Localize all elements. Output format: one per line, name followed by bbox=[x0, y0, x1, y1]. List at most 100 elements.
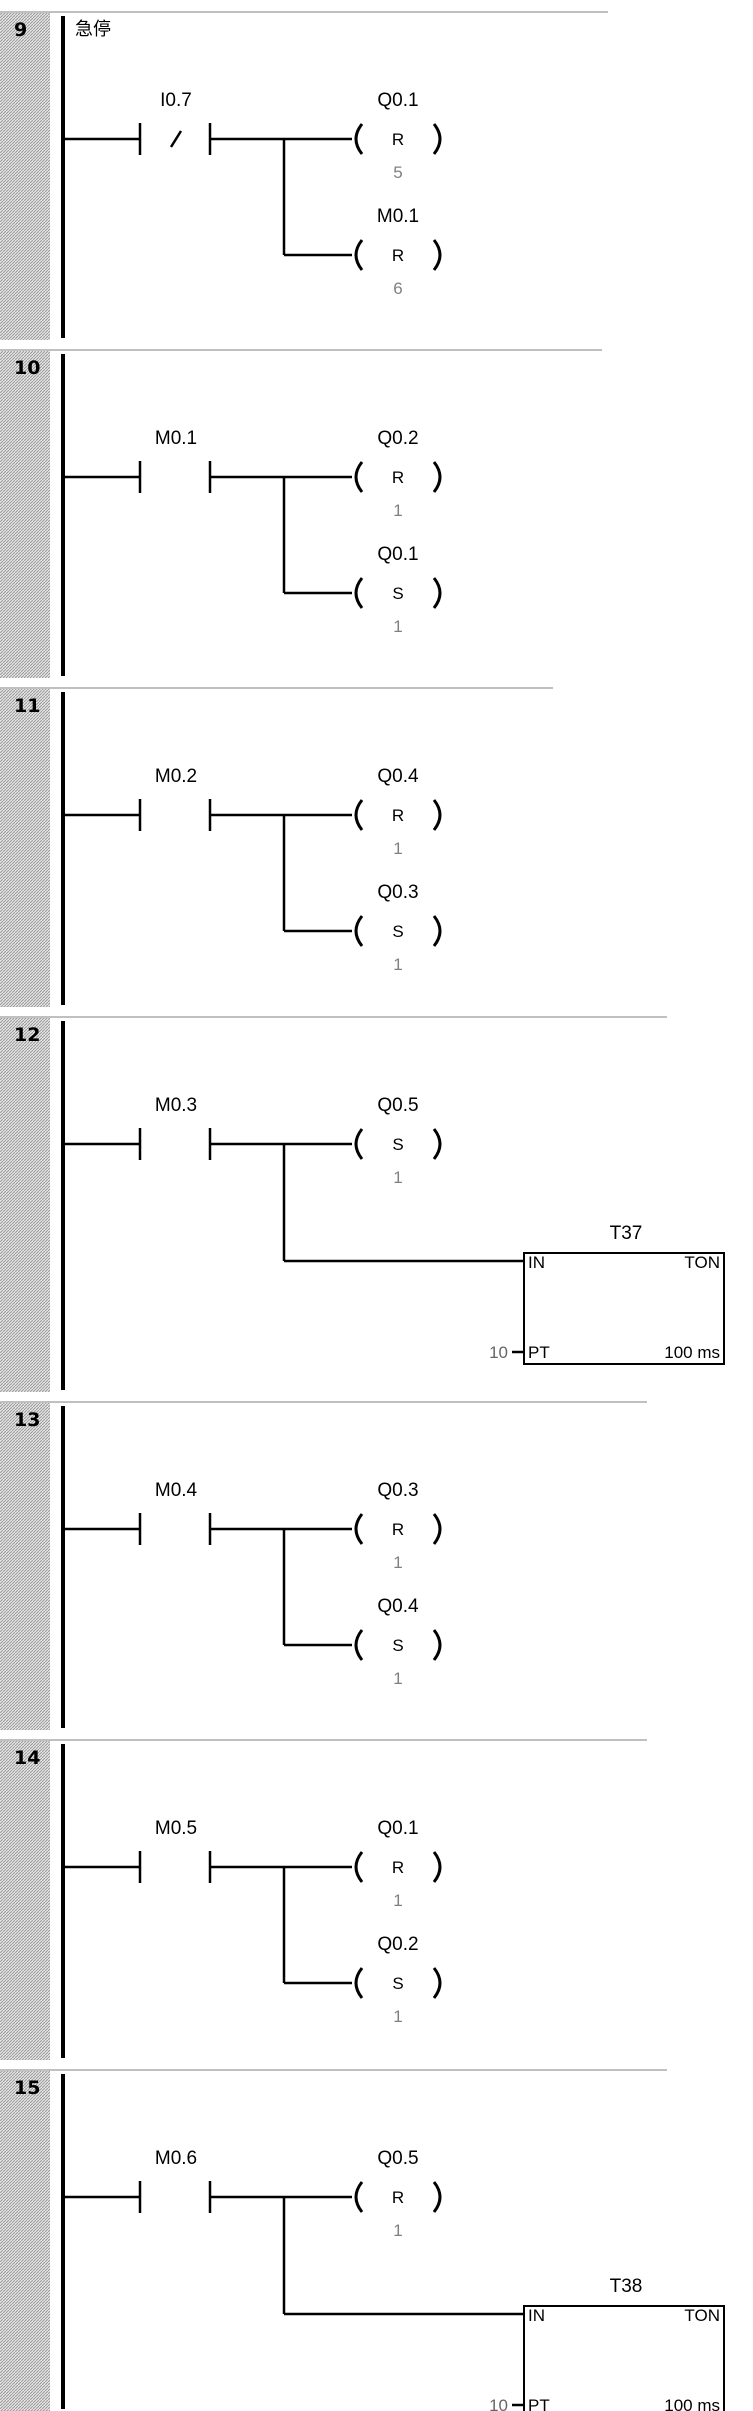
output-Q0.4[interactable]: Q0.4S 1 bbox=[284, 1596, 442, 1688]
coil-count: 1 bbox=[393, 2221, 402, 2240]
coil-left-arc bbox=[354, 799, 364, 831]
coil-left-arc bbox=[354, 1513, 364, 1545]
output-Q0.3[interactable]: Q0.3S 1 bbox=[284, 882, 442, 974]
coil-left-arc bbox=[354, 123, 364, 155]
coil-right-arc bbox=[432, 799, 442, 831]
contact-M0.6[interactable]: M0.6 bbox=[63, 2148, 284, 2213]
timer-pt-pin: PT bbox=[528, 1343, 550, 1362]
contact-address: I0.7 bbox=[160, 90, 192, 111]
coil-left-arc bbox=[354, 1629, 364, 1661]
coil-left-arc bbox=[354, 1128, 364, 1160]
timer-in-pin: IN bbox=[528, 2306, 545, 2325]
coil-count: 1 bbox=[393, 1553, 402, 1572]
coil-address: Q0.3 bbox=[377, 1480, 418, 1501]
coil-count: 1 bbox=[393, 1891, 402, 1910]
output-Q0.1[interactable]: Q0.1R5 bbox=[284, 90, 442, 182]
contact-address: M0.6 bbox=[155, 2148, 197, 2169]
timer-address: T37 bbox=[610, 1223, 643, 1244]
coil-operation: R bbox=[392, 246, 404, 265]
output-Q0.5[interactable]: Q0.5R1 bbox=[284, 2148, 442, 2240]
coil-address: Q0.5 bbox=[377, 2148, 418, 2169]
coil-count: 1 bbox=[393, 955, 402, 974]
contact-M0.5[interactable]: M0.5 bbox=[63, 1818, 284, 1883]
contact-address: M0.2 bbox=[155, 766, 197, 787]
output-Q0.1[interactable]: Q0.1R 1 bbox=[284, 1818, 442, 1910]
timer-in-pin: IN bbox=[528, 1253, 545, 1272]
output-Q0.1[interactable]: Q0.1S1 bbox=[284, 544, 442, 636]
contact-M0.1[interactable]: M0.1 bbox=[63, 428, 284, 493]
network-number: 13 bbox=[14, 1409, 40, 1431]
output-Q0.2[interactable]: Q0.2R1 bbox=[284, 428, 442, 520]
coil-address: Q0.3 bbox=[377, 882, 418, 903]
network-gutter bbox=[0, 2070, 50, 2411]
timer-box[interactable] bbox=[523, 2305, 725, 2411]
timer-preset: 10 bbox=[489, 1343, 508, 1362]
coil-count: 1 bbox=[393, 1669, 402, 1688]
network-gutter bbox=[0, 1402, 50, 1730]
timer-box[interactable] bbox=[523, 1252, 725, 1365]
coil-right-arc bbox=[432, 2181, 442, 2213]
output-Q0.5[interactable]: Q0.5S 1 bbox=[284, 1095, 442, 1187]
coil-right-arc bbox=[432, 1513, 442, 1545]
coil-address: M0.1 bbox=[377, 206, 419, 227]
coil-right-arc bbox=[432, 1128, 442, 1160]
coil-address: Q0.5 bbox=[377, 1095, 418, 1116]
coil-operation: S bbox=[392, 584, 403, 603]
output-Q0.3[interactable]: Q0.3R 1 bbox=[284, 1480, 442, 1572]
network-number: 9 bbox=[14, 19, 27, 41]
timer-time-base: 100 ms bbox=[664, 2396, 720, 2411]
network-number: 14 bbox=[14, 1747, 40, 1769]
network-number: 11 bbox=[14, 695, 40, 717]
contact-address: M0.3 bbox=[155, 1095, 197, 1116]
coil-count: 1 bbox=[393, 501, 402, 520]
network-gutter bbox=[0, 12, 50, 340]
output-M0.1[interactable]: M0.1R 6 bbox=[284, 206, 442, 298]
coil-operation: S bbox=[392, 1636, 403, 1655]
coil-right-arc bbox=[432, 461, 442, 493]
network-gutter bbox=[0, 350, 50, 678]
coil-operation: S bbox=[392, 1135, 403, 1154]
coil-right-arc bbox=[432, 1629, 442, 1661]
coil-operation: S bbox=[392, 922, 403, 941]
coil-right-arc bbox=[432, 1851, 442, 1883]
coil-address: Q0.2 bbox=[377, 1934, 418, 1955]
timer-time-base: 100 ms bbox=[664, 1343, 720, 1362]
coil-operation: R bbox=[392, 1858, 404, 1877]
coil-right-arc bbox=[432, 123, 442, 155]
output-Q0.2[interactable]: Q0.2S 1 bbox=[284, 1934, 442, 2026]
output-Q0.4[interactable]: Q0.4R1 bbox=[284, 766, 442, 858]
contact-M0.3[interactable]: M0.3 bbox=[63, 1095, 284, 1160]
timer-type: TON bbox=[684, 1253, 720, 1272]
contact-M0.4[interactable]: M0.4 bbox=[63, 1480, 284, 1545]
coil-count: 1 bbox=[393, 1168, 402, 1187]
coil-operation: R bbox=[392, 1520, 404, 1539]
coil-operation: S bbox=[392, 1974, 403, 1993]
coil-address: Q0.2 bbox=[377, 428, 418, 449]
network-gutter bbox=[0, 1017, 50, 1392]
coil-left-arc bbox=[354, 2181, 364, 2213]
contact-I0.7[interactable]: I0.7 bbox=[63, 90, 284, 155]
timer-type: TON bbox=[684, 2306, 720, 2325]
coil-count: 1 bbox=[393, 839, 402, 858]
coil-address: Q0.1 bbox=[377, 544, 418, 565]
coil-count: 5 bbox=[393, 163, 402, 182]
contact-address: M0.4 bbox=[155, 1480, 198, 1501]
coil-address: Q0.4 bbox=[377, 1596, 419, 1617]
coil-right-arc bbox=[432, 915, 442, 947]
coil-count: 6 bbox=[393, 279, 402, 298]
contact-address: M0.1 bbox=[155, 428, 197, 449]
coil-count: 1 bbox=[393, 2007, 402, 2026]
contact-M0.2[interactable]: M0.2 bbox=[63, 766, 284, 831]
coil-operation: R bbox=[392, 806, 404, 825]
coil-left-arc bbox=[354, 1851, 364, 1883]
coil-address: Q0.1 bbox=[377, 1818, 418, 1839]
